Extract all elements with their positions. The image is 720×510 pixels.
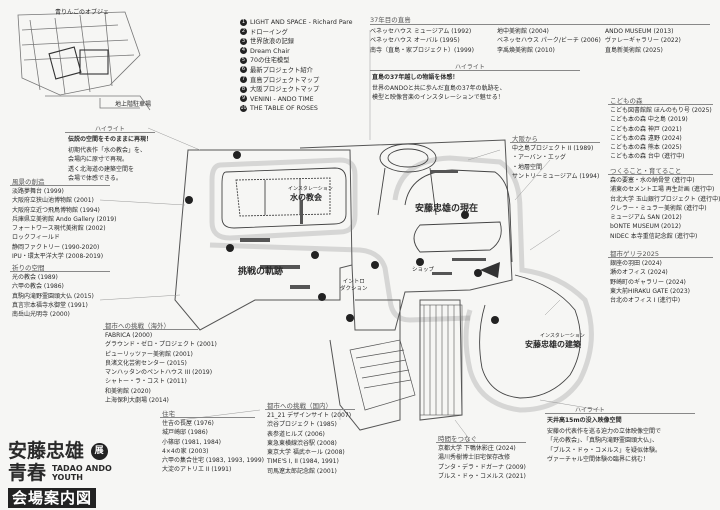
fudo-title: 風景の創造 bbox=[12, 178, 45, 186]
space-highlight-label: ハイライト bbox=[575, 407, 605, 414]
inori-list: 光の教会 (1989)六甲の教会 (1986)真駒内滝野霊園頭大仏 (2015)… bbox=[12, 274, 94, 319]
space-highlight-rule bbox=[545, 413, 695, 414]
title-line1: 安藤忠雄 展 bbox=[8, 440, 112, 462]
naoshima-highlight-rule bbox=[370, 70, 580, 71]
kodomo-rule bbox=[608, 104, 713, 105]
kiseki-label: 挑戦の軌跡 bbox=[238, 267, 284, 277]
osaka-title: 大阪から bbox=[512, 135, 538, 143]
number-badge: 1 bbox=[240, 18, 247, 26]
naoshima-highlight-body: 世界のANDOと共に歩んだ直島の37年の軌跡を、模型と映像音楽のインスタレーショ… bbox=[372, 85, 506, 102]
kodomo-list: こども図書館館 ほんのもり号 (2025)こども本の森 中之島 (2019)こど… bbox=[610, 107, 712, 161]
jutaku-title: 住宅 bbox=[162, 410, 175, 418]
fudo-rule bbox=[10, 185, 110, 186]
naoshima-highlight-label: ハイライト bbox=[455, 64, 485, 71]
toshi-kaigai-title: 都市への挑戦（海外） bbox=[105, 322, 170, 330]
naoshima-col1: ベネッセハウス ミュージアム (1992)ベネッセハウス オーバル (1995)… bbox=[370, 28, 474, 54]
naoshima-rule bbox=[370, 24, 710, 25]
ten-badge: 展 bbox=[90, 443, 108, 460]
number-badge: 7 bbox=[240, 76, 247, 84]
kenchiku-small-label: インスタレーション bbox=[540, 333, 585, 339]
naoshima-highlight-head: 直島の37年越しの物語を体感！ bbox=[372, 74, 459, 81]
number-badge: 6 bbox=[240, 66, 247, 74]
inori-title: 祈りの空間 bbox=[12, 264, 45, 272]
inori-rule bbox=[10, 271, 110, 272]
guerrilla-list: 銀座の羽田 (2024)瀬のオフィス (2024)野崎町のギャラリー (2024… bbox=[610, 260, 690, 305]
fudo-list: 淡路夢舞台 (1999)大阪府立狭山池博物館 (2001)大阪府立近つ飛鳥博物館… bbox=[12, 188, 117, 261]
kodomo-title: こどもの森 bbox=[610, 97, 643, 105]
naoshima-col2: 地中美術館 (2004)ベネッセハウス パーク/ビーチ (2006)李禹煥美術館… bbox=[497, 28, 601, 54]
jutaku-rule bbox=[160, 417, 255, 418]
number-badge: 10 bbox=[240, 104, 247, 112]
title-sub1: TADAO ANDO bbox=[52, 464, 112, 473]
osaka-rule bbox=[510, 142, 600, 143]
naoshima-col3: ANDO MUSEUM (2013)ヴァレーギャラリー (2022)直島新美術館… bbox=[605, 28, 681, 54]
osaka-list: 中之島プロジェクト II (1989)・アーバン・エッグ ・地層空間サントリーミ… bbox=[512, 145, 600, 180]
space-highlight-head: 天井高15mの没入映像空間 bbox=[547, 417, 622, 424]
jikan-list: 京都大学 下鴨休影庄 (2024)湯川秀樹博士旧宅保存改修 プンタ・デラ・ドガー… bbox=[438, 445, 526, 480]
title-sub2: YOUTH bbox=[52, 473, 83, 482]
intro-label: イントロダクション bbox=[340, 279, 368, 292]
toshi-kokunai-list: 21_21 デザインサイト (2007)渋谷プロジェクト (1985)表参道ヒル… bbox=[267, 412, 352, 475]
tsukuru-title: つくること・育てること bbox=[610, 167, 682, 175]
genzai-label: 安藤忠雄の現在 bbox=[415, 204, 479, 214]
aoringo-label: 青りんごのオブジェ bbox=[55, 9, 110, 16]
tsukuru-rule bbox=[608, 174, 713, 175]
kenchiku-label: 安藤忠雄の建築 bbox=[525, 340, 581, 349]
number-badge: 5 bbox=[240, 56, 247, 64]
number-badge: 4 bbox=[240, 47, 247, 55]
jutaku-list: 住吉の長屋 (1976)城戸崎邸 (1986)小篠邸 (1981, 1984) … bbox=[162, 420, 265, 474]
church-highlight-body: 初期代表作「水の教会」を、会場内に原寸で再現。 透く北海道の建築空間を会場で体感… bbox=[68, 147, 147, 182]
jikan-title: 時間をつなぐ bbox=[438, 435, 477, 443]
toshi-kaigai-rule bbox=[103, 329, 198, 330]
number-badge: 8 bbox=[240, 85, 247, 93]
number-badge: 2 bbox=[240, 28, 247, 36]
title-line2: 青春 TADAO ANDO YOUTH bbox=[8, 462, 112, 484]
guerrilla-title: 都市ゲリラ2025 bbox=[610, 250, 660, 258]
kyoukai-small-label: インスタレーション bbox=[288, 186, 333, 192]
jikan-rule bbox=[436, 442, 526, 443]
guerrilla-rule bbox=[608, 257, 713, 258]
tsukuru-list: 森の要塞・水の納骨堂 (進行中)浦東のセメント工場 再生計画 (進行中)台北大学… bbox=[610, 177, 720, 240]
toshi-kokunai-title: 都市への挑戦（国内） bbox=[267, 402, 332, 410]
toshi-kokunai-rule bbox=[265, 409, 355, 410]
kyoukai-label: 水の教会 bbox=[290, 193, 322, 202]
number-badge: 9 bbox=[240, 95, 247, 103]
naoshima-title: 37年目の直島 bbox=[370, 16, 411, 24]
toshi-kaigai-list: FABRICA (2000)グラウンド・ゼロ・プロジェクト (2001)ピューリ… bbox=[105, 332, 217, 405]
guide-map-label: 会場案内図 bbox=[8, 488, 97, 508]
exhibition-title: 安藤忠雄 展 青春 TADAO ANDO YOUTH 会場案内図 bbox=[8, 440, 112, 508]
number-badge: 3 bbox=[240, 37, 247, 45]
church-highlight-rule bbox=[65, 132, 155, 133]
shop-label: ショップ bbox=[412, 267, 435, 273]
parking-label: 地上階駐車場 bbox=[115, 101, 152, 108]
church-highlight-head: 伝説の空間をそのままに再現！ bbox=[68, 136, 153, 143]
space-highlight-body: 安藤の代表作を巡る迫力の立体映像空間で「光の教会」、「真駒内滝野霊園頭大仏」、 … bbox=[547, 428, 662, 463]
church-highlight-label: ハイライト bbox=[95, 126, 125, 133]
